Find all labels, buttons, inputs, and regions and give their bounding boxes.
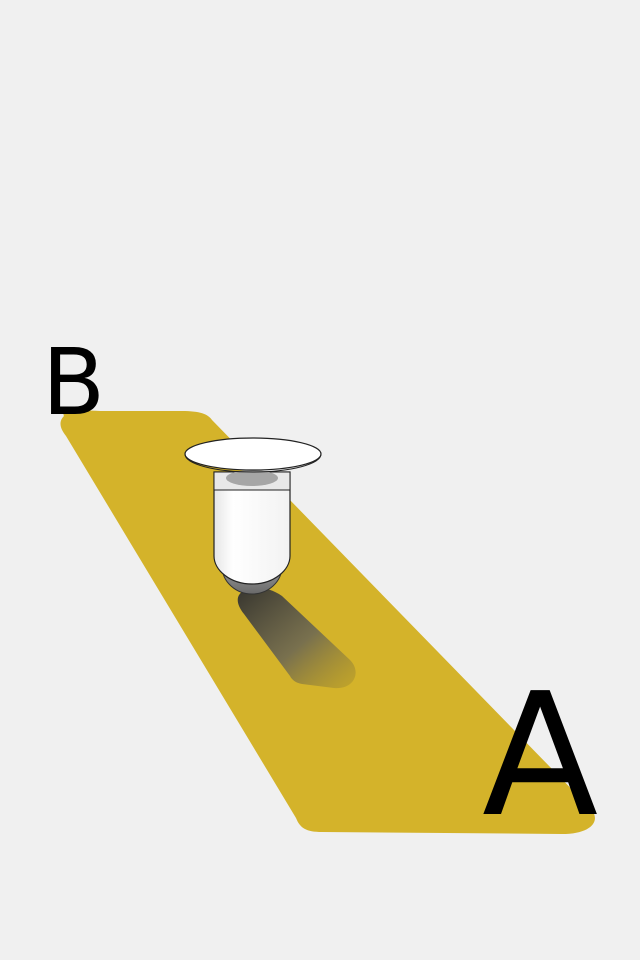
stylus-body — [213, 471, 291, 585]
stylus-disc — [184, 437, 322, 471]
stylus-collar-shade — [226, 470, 278, 486]
motion-path-band — [60, 410, 595, 834]
label-point-b: B — [42, 329, 105, 436]
flat-top-stylus-icon — [184, 437, 322, 595]
stylus-disc-edge — [184, 453, 322, 473]
object-shadow — [237, 587, 356, 689]
label-point-a: A — [482, 657, 598, 855]
